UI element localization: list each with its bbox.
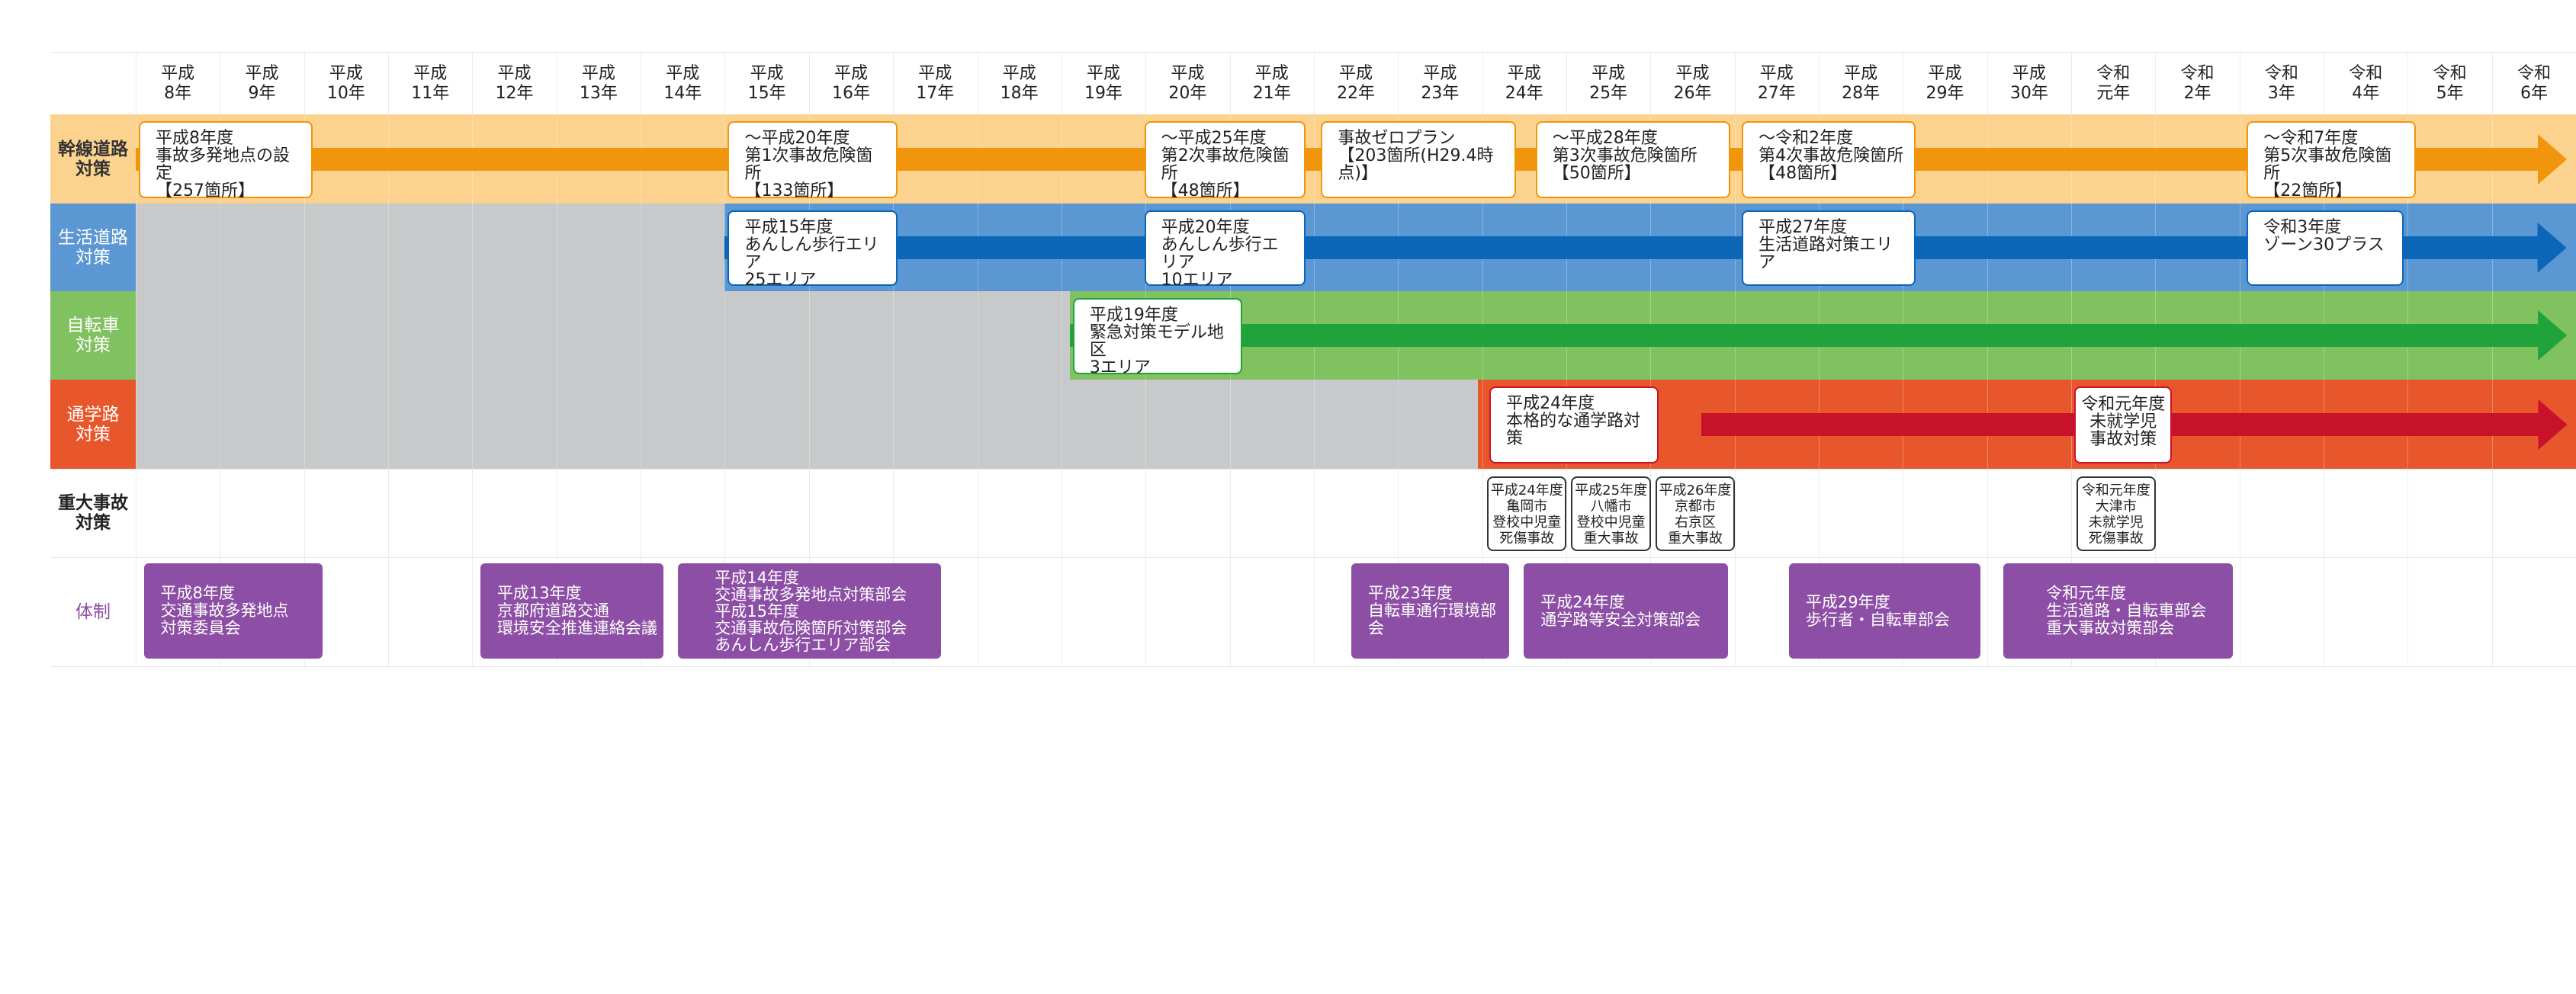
year-label: 平成 21年 xyxy=(1252,64,1291,103)
grid-line xyxy=(304,291,305,380)
year-label: 平成 11年 xyxy=(411,64,450,103)
year-label: 平成 17年 xyxy=(916,64,955,103)
grid-line xyxy=(724,291,726,380)
kansen-milestone-box: 事故ゼロプラン 【203箇所(H29.4時点)】 xyxy=(1321,121,1516,198)
organization-box: 平成14年度 交通事故多発地点対策部会 平成15年度 交通事故危険箇所対策部会 … xyxy=(678,563,942,659)
year-label: 平成 30年 xyxy=(2009,64,2048,103)
year-label: 平成 16年 xyxy=(831,64,870,103)
year-label: 令和 4年 xyxy=(2349,64,2383,103)
grid-line xyxy=(808,291,810,380)
organization-box: 令和元年度 生活道路・自転車部会 重大事故対策部会 xyxy=(2003,563,2234,659)
kansen-milestone-box: ～平成20年度 第1次事故危険箇所 【133箇所】 xyxy=(728,121,898,200)
year-label: 平成 9年 xyxy=(245,64,279,103)
serious-accident-box: 平成26年度 京都市 右京区 重大事故 xyxy=(1655,476,1736,551)
year-label: 令和 2年 xyxy=(2180,64,2215,103)
grid-line xyxy=(472,291,474,380)
year-label: 平成 20年 xyxy=(1168,64,1207,103)
year-label: 平成 22年 xyxy=(1337,64,1376,103)
juudai-row-label: 重大事故 対策 xyxy=(58,493,128,533)
tsugaku-milestone-box: 令和元年度 未就学児 事故対策 xyxy=(2074,386,2173,463)
seikatsu-row-label: 生活道路 対策 xyxy=(58,227,128,268)
kansen-milestone-box: 平成8年度 事故多発地点の設定 【257箇所】 xyxy=(139,121,313,200)
year-label: 平成 10年 xyxy=(326,64,365,103)
year-label: 平成 13年 xyxy=(579,64,618,103)
tsugaku-not-yet-zone xyxy=(136,380,1479,469)
year-label: 令和 5年 xyxy=(2433,64,2467,103)
jitensha-row-label: 自転車 対策 xyxy=(66,316,120,355)
grid-line xyxy=(136,380,137,469)
year-label: 平成 12年 xyxy=(495,64,534,103)
grid-line xyxy=(724,380,726,469)
kansen-milestone-box: ～平成28年度 第3次事故危険箇所 【50箇所】 xyxy=(1535,121,1731,198)
tsugaku-milestone-box: 平成24年度 本格的な通学路対策 xyxy=(1489,386,1659,463)
grid-line xyxy=(304,380,305,469)
grid-line xyxy=(50,557,2576,558)
year-label: 平成 25年 xyxy=(1589,64,1628,103)
grid-line xyxy=(808,380,810,469)
year-label: 平成 24年 xyxy=(1505,64,1543,103)
year-label: 平成 14年 xyxy=(663,64,702,103)
seikatsu-milestone-box: 平成20年度 あんしん歩行エリア 10エリア xyxy=(1144,210,1306,289)
grid-line xyxy=(472,204,474,291)
jitensha-not-yet-zone xyxy=(136,291,1070,380)
year-label: 令和 元年 xyxy=(2096,64,2131,103)
grid-line xyxy=(1398,380,1399,469)
organization-box: 平成29年度 歩行者・自転車部会 xyxy=(1788,563,1981,659)
year-label: 平成 23年 xyxy=(1421,64,1460,103)
grid-line xyxy=(1229,380,1231,469)
grid-line xyxy=(472,380,474,469)
grid-line xyxy=(388,291,390,380)
year-label: 令和 3年 xyxy=(2264,64,2298,103)
grid-line xyxy=(50,52,2576,53)
jitensha-milestone-box: 平成19年度 緊急対策モデル地区 3エリア xyxy=(1072,298,1243,377)
year-label: 平成 19年 xyxy=(1084,64,1123,103)
grid-line xyxy=(893,380,895,469)
year-label: 平成 26年 xyxy=(1673,64,1712,103)
year-label: 令和 6年 xyxy=(2517,64,2551,103)
seikatsu-not-yet-zone xyxy=(136,204,725,291)
year-label: 平成 8年 xyxy=(161,64,195,103)
grid-line xyxy=(388,204,390,291)
grid-line xyxy=(136,204,137,291)
organization-box: 平成13年度 京都府道路交通 環境安全推進連絡会議 xyxy=(480,563,664,659)
year-label: 平成 28年 xyxy=(1842,64,1881,103)
organization-box: 平成23年度 自転車通行環境部会 xyxy=(1351,563,1510,659)
year-label: 平成 27年 xyxy=(1757,64,1796,103)
year-label: 平成 29年 xyxy=(1926,64,1964,103)
serious-accident-box: 平成25年度 八幡市 登校中児童 重大事故 xyxy=(1571,476,1651,551)
grid-line xyxy=(50,666,2576,667)
grid-line xyxy=(1145,380,1147,469)
seikatsu-milestone-box: 平成27年度 生活道路対策エリア xyxy=(1742,210,1916,286)
organization-box: 平成8年度 交通事故多発地点 対策委員会 xyxy=(143,563,323,659)
grid-line xyxy=(1482,380,1483,469)
taisei-row-label: 体制 xyxy=(75,601,111,622)
grid-line xyxy=(50,469,2576,470)
serious-accident-box: 令和元年度 大津市 未就学児 死傷事故 xyxy=(2076,476,2156,551)
year-label: 平成 15年 xyxy=(747,64,786,103)
grid-line xyxy=(304,204,305,291)
year-label: 平成 18年 xyxy=(1000,64,1039,103)
kansen-row-label: 幹線道路 対策 xyxy=(58,139,128,179)
grid-line xyxy=(388,380,390,469)
tsugaku-row-label: 通学路 対策 xyxy=(66,404,120,444)
jitensha-arrow xyxy=(1069,310,2567,361)
grid-line xyxy=(893,291,895,380)
organization-box: 平成24年度 通学路等安全対策部会 xyxy=(1524,563,1729,659)
grid-line xyxy=(136,291,137,380)
serious-accident-box: 平成24年度 亀岡市 登校中児童 死傷事故 xyxy=(1487,476,1567,551)
kansen-milestone-box: ～平成25年度 第2次事故危険箇所 【48箇所】 xyxy=(1144,121,1306,200)
seikatsu-milestone-box: 令和3年度 ゾーン30プラス xyxy=(2247,210,2404,286)
kansen-milestone-box: ～令和2年度 第4次事故危険箇所 【48箇所】 xyxy=(1742,121,1916,198)
kansen-milestone-box: ～令和7年度 第5次事故危険箇所 【22箇所】 xyxy=(2247,121,2417,200)
seikatsu-milestone-box: 平成15年度 あんしん歩行エリア 25エリア xyxy=(728,210,898,289)
grid-line xyxy=(1313,380,1315,469)
seikatsu-arrow xyxy=(724,222,2567,273)
